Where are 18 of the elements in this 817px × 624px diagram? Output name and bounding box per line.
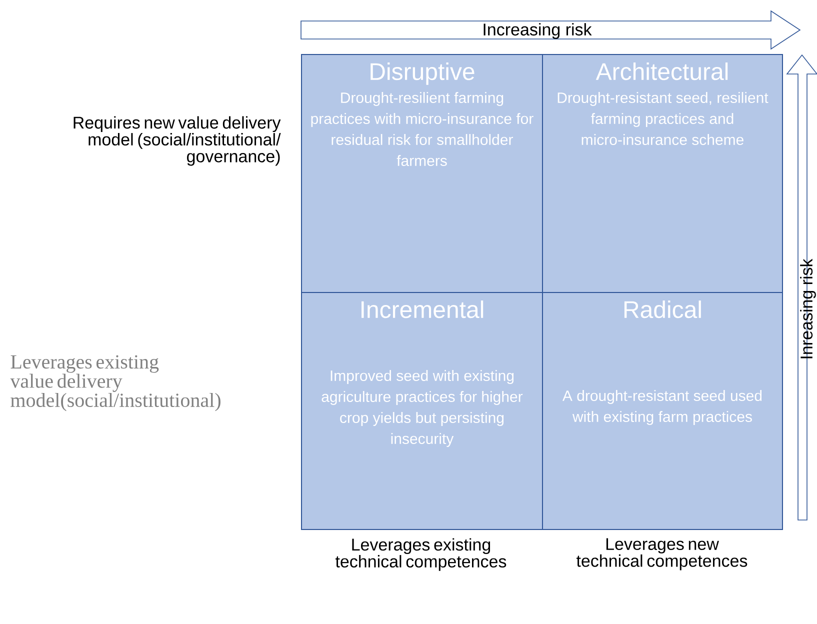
quadrant-description: Drought-resistant seed, resilient farming practices and micro-insurance scheme <box>558 92 768 146</box>
row-label: Requires new value delivery model (social/institutional/ governance) <box>74 116 281 166</box>
column-label: Leverages existing technical competences <box>335 538 506 571</box>
axis-label: Increasing risk <box>484 23 592 39</box>
quadrant-description: Improved seed with existing agriculture practices for higher crop yields but persisting insecurity <box>322 370 523 447</box>
quadrant-box <box>301 54 543 293</box>
column-label: Leverages new technical competences <box>576 538 748 570</box>
quadrant-heading: Radical <box>624 300 701 318</box>
quadrant-heading: Disruptive <box>370 62 474 85</box>
axis-label: Inreasing risk <box>800 258 816 358</box>
quadrant-box <box>542 292 783 530</box>
quadrant-heading: Incremental <box>362 300 484 318</box>
quadrant-box <box>542 54 783 293</box>
quadrant-heading: Architectural <box>596 62 728 80</box>
row-label: Leverages existing value delivery model(social/institutional) <box>10 355 220 412</box>
quadrant-box <box>301 292 543 530</box>
quadrant-description: A drought-resistant seed used with existing farm practices <box>562 390 762 425</box>
quadrant-description: Drought-resilient farming practices with micro-insurance for residual risk for smallholder farmers <box>311 92 534 166</box>
